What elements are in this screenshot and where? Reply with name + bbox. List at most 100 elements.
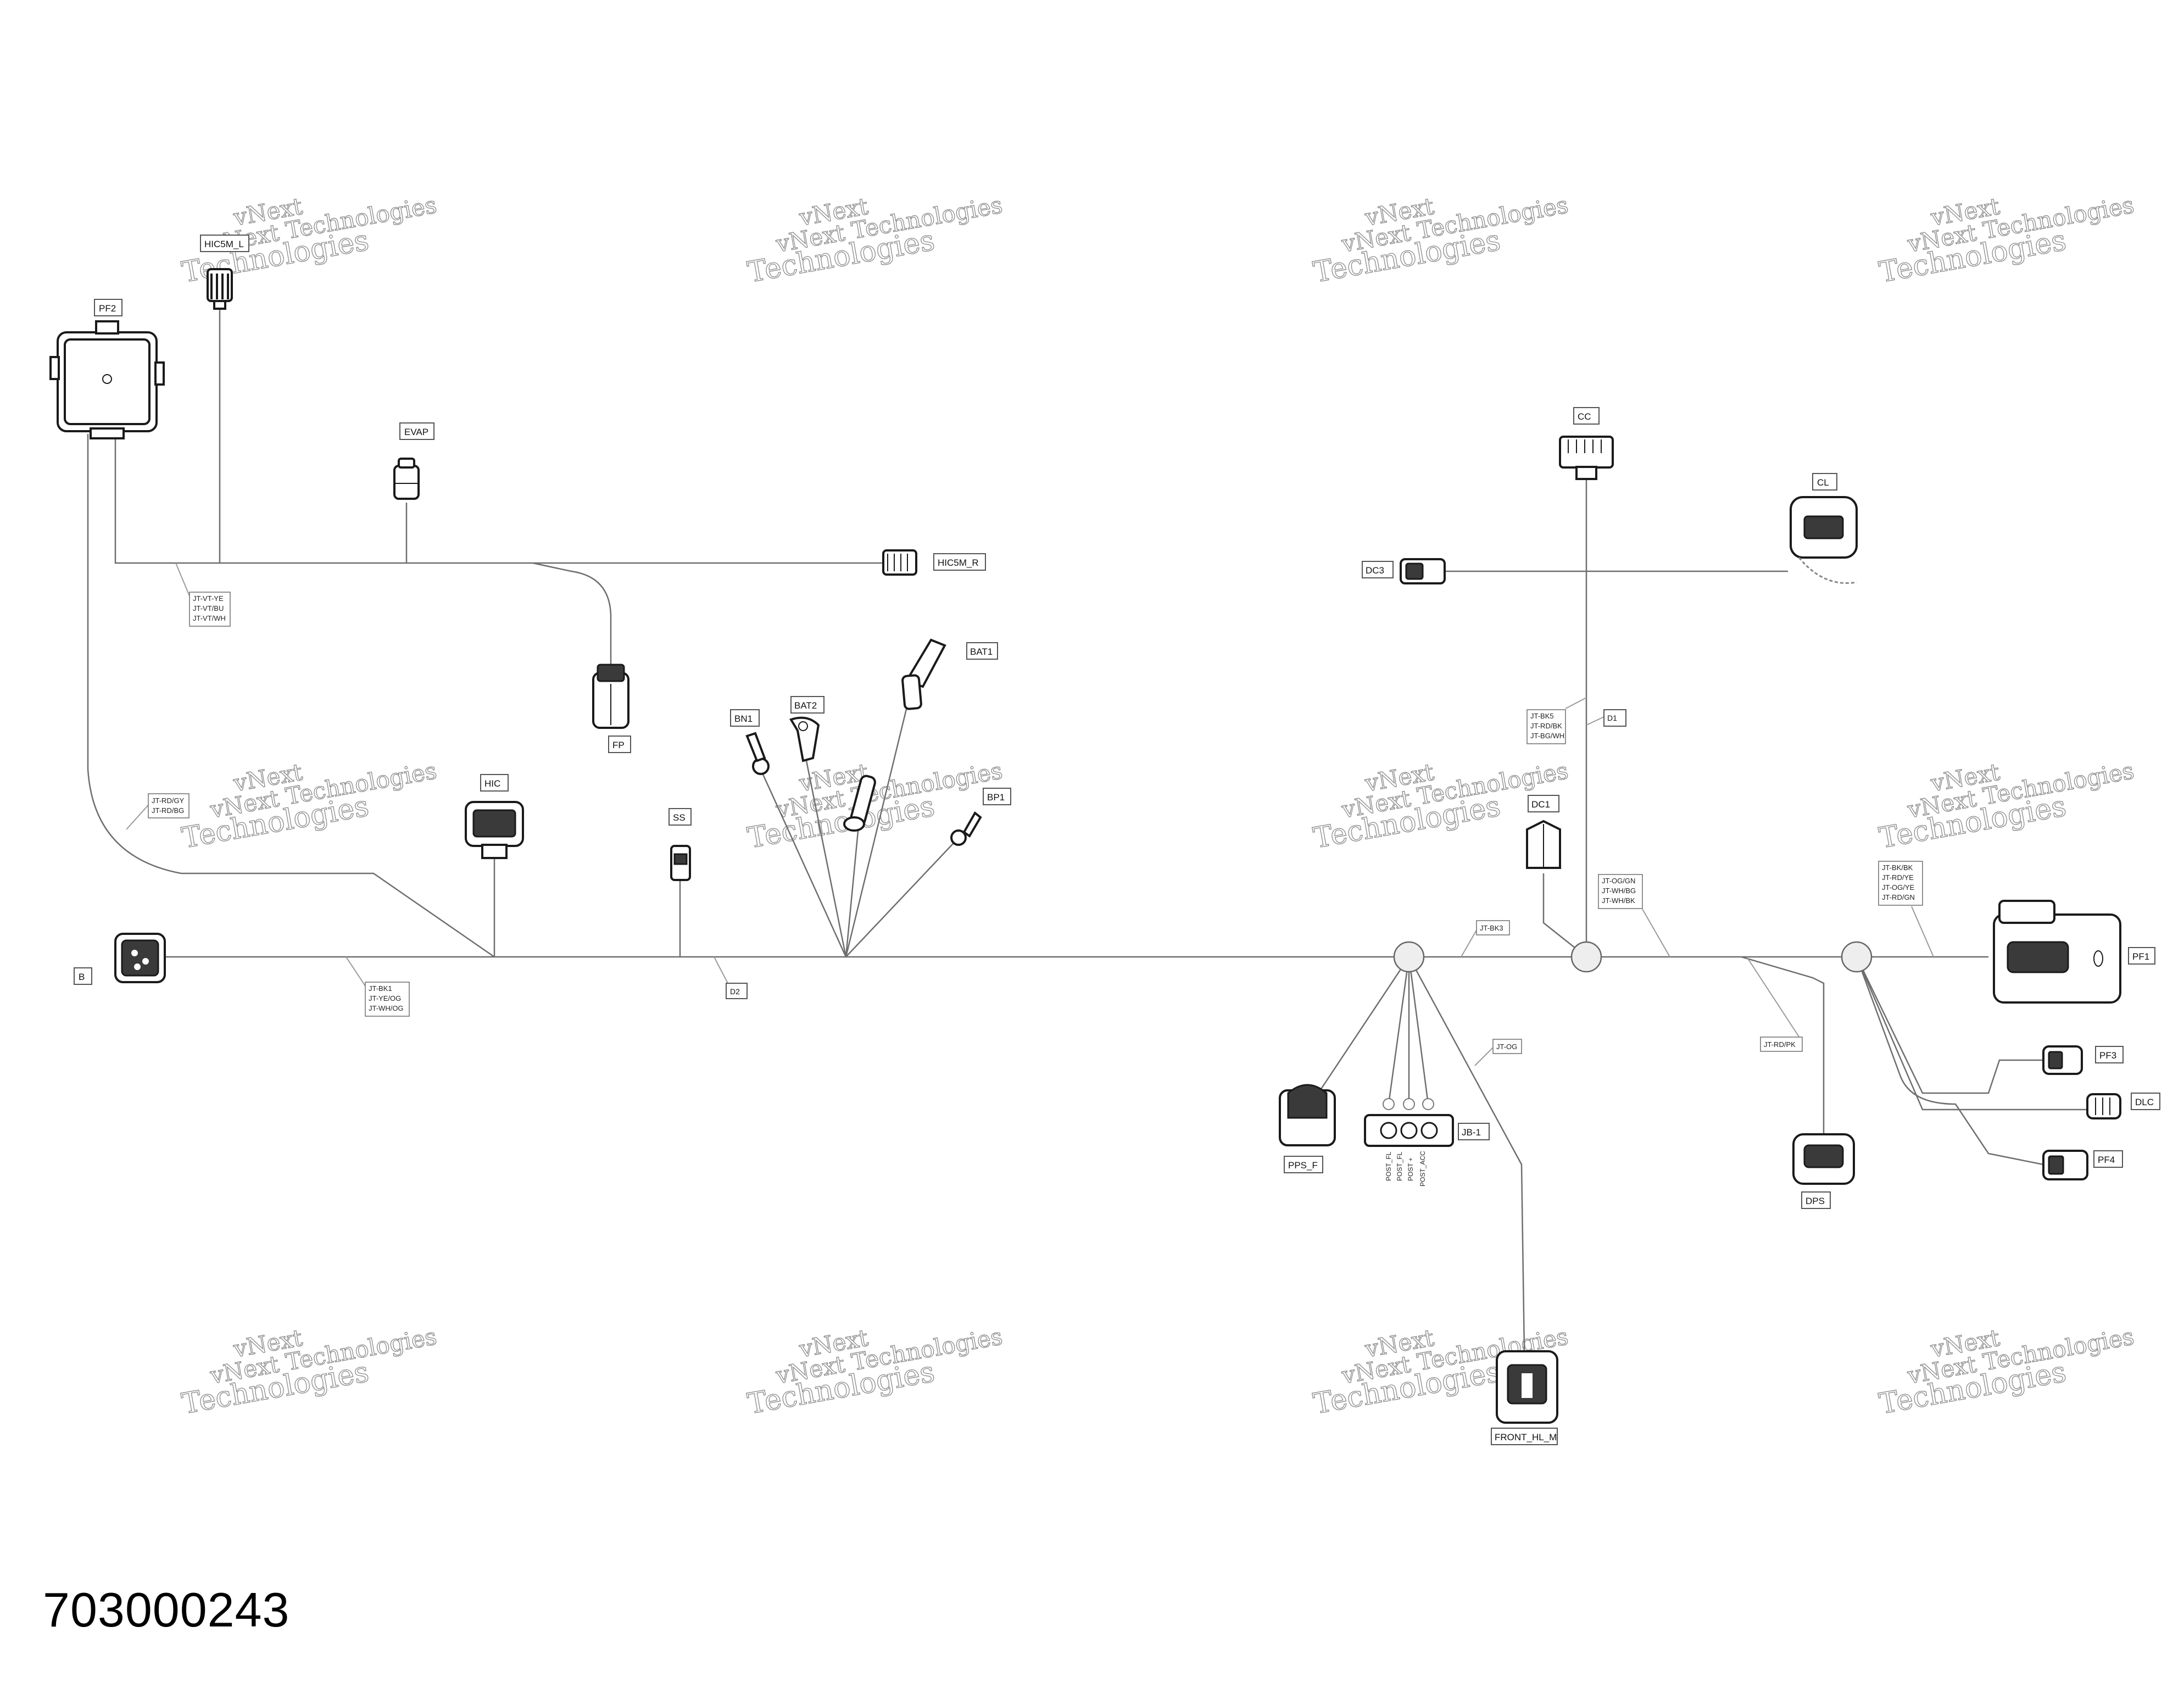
jb1-wire-a bbox=[1388, 956, 1410, 1105]
svg-text:JT-VT/BU: JT-VT/BU bbox=[193, 604, 224, 612]
leader bbox=[1642, 909, 1670, 957]
svg-text:DPS: DPS bbox=[1806, 1196, 1825, 1206]
fp-connector[interactable] bbox=[592, 664, 629, 729]
dc1-wire bbox=[1542, 873, 1587, 957]
pf1-hole bbox=[2093, 950, 2103, 967]
b-pin bbox=[131, 950, 138, 956]
cc-connector[interactable] bbox=[1559, 436, 1614, 480]
hic-connector[interactable] bbox=[465, 801, 524, 859]
jb1-junction-block[interactable] bbox=[1364, 1098, 1454, 1147]
bn1-terminal[interactable] bbox=[745, 732, 770, 775]
leader bbox=[126, 801, 152, 830]
component-tags: PF2 HIC5M_L EVAP HIC5M_R FP BAT1 BN1 BAT… bbox=[74, 235, 2160, 1445]
hic5m-r-connector[interactable] bbox=[882, 549, 917, 576]
svg-text:CC: CC bbox=[1578, 411, 1591, 422]
jb1-post bbox=[1400, 1122, 1418, 1139]
svg-text:D2: D2 bbox=[730, 987, 740, 996]
wire-code-b: JT-BK1 JT-YE/OG JT-WH/OG bbox=[365, 982, 410, 1017]
svg-text:JT-OG/YE: JT-OG/YE bbox=[1882, 883, 1915, 892]
svg-text:JT-VT-YE: JT-VT-YE bbox=[193, 594, 224, 603]
wire-code-rdpk: JT-RD/PK bbox=[1760, 1037, 1803, 1052]
svg-text:EVAP: EVAP bbox=[404, 427, 428, 437]
cl-boot bbox=[1798, 557, 1857, 584]
dlc-connector[interactable] bbox=[2086, 1093, 2121, 1119]
svg-text:JT-RD/GN: JT-RD/GN bbox=[1882, 893, 1915, 901]
svg-text:JT-OG/GN: JT-OG/GN bbox=[1602, 877, 1635, 885]
pf1-module[interactable] bbox=[1993, 900, 2121, 1004]
watermark: vNext vNext Technologies Technologies bbox=[1876, 756, 2136, 855]
pf2-plug bbox=[90, 427, 125, 439]
pf3-wire bbox=[1856, 956, 2043, 1094]
bp1-ring bbox=[950, 829, 967, 846]
wire-code-dc1: JT-OG/GN JT-WH/BG JT-WH/BK bbox=[1598, 874, 1643, 909]
fuse-holder[interactable] bbox=[843, 775, 876, 832]
tag-bn1: BN1 bbox=[730, 709, 760, 727]
svg-text:JT-BK5: JT-BK5 bbox=[1530, 712, 1554, 720]
bat2-terminal[interactable] bbox=[789, 716, 820, 762]
fp-wire bbox=[532, 562, 612, 665]
svg-text:B: B bbox=[79, 972, 85, 982]
dc1-connector[interactable] bbox=[1526, 820, 1561, 869]
bn1-ring bbox=[752, 757, 770, 775]
svg-text:BAT2: BAT2 bbox=[794, 700, 817, 711]
svg-text:JT-RD/BG: JT-RD/BG bbox=[152, 806, 184, 815]
leader bbox=[714, 956, 728, 984]
svg-text:FRONT_HL_M: FRONT_HL_M bbox=[1495, 1432, 1557, 1442]
leader bbox=[346, 956, 366, 987]
bat2-hole bbox=[798, 721, 808, 731]
ss-connector[interactable] bbox=[670, 845, 691, 881]
pf3-connector[interactable] bbox=[2042, 1045, 2083, 1075]
evap-body bbox=[393, 465, 420, 500]
svg-text:JT-WH/BK: JT-WH/BK bbox=[1602, 896, 1635, 905]
part-number: 703000243 bbox=[43, 1583, 290, 1637]
leader bbox=[1565, 697, 1587, 709]
pf4-face bbox=[2048, 1155, 2064, 1175]
svg-text:SS: SS bbox=[673, 812, 686, 823]
b-connector[interactable] bbox=[114, 933, 166, 983]
hic5m-l-connector[interactable] bbox=[207, 268, 233, 310]
pf4-connector[interactable] bbox=[2042, 1150, 2088, 1180]
svg-text:JT-RD/PK: JT-RD/PK bbox=[1764, 1040, 1796, 1049]
pf2-module[interactable] bbox=[49, 320, 165, 439]
svg-text:HIC: HIC bbox=[484, 778, 500, 789]
tag-fp: FP bbox=[608, 736, 631, 753]
pf2-lug bbox=[49, 356, 60, 380]
svg-text:CL: CL bbox=[1817, 477, 1829, 488]
ss-latch bbox=[673, 853, 688, 865]
splice-2 bbox=[1570, 941, 1602, 973]
dc3-connector[interactable] bbox=[1400, 558, 1446, 584]
bp1-neck bbox=[962, 811, 982, 838]
tag-dc3: DC3 bbox=[1362, 561, 1394, 578]
front-hl-m-connector[interactable] bbox=[1496, 1350, 1558, 1424]
dps-connector[interactable] bbox=[1792, 1133, 1855, 1185]
svg-text:DLC: DLC bbox=[2135, 1097, 2154, 1107]
svg-text:HIC5M_R: HIC5M_R bbox=[938, 558, 979, 568]
cl-connector[interactable] bbox=[1790, 496, 1858, 584]
tag-bp1: BP1 bbox=[983, 788, 1011, 805]
hic5m-l-pins bbox=[210, 274, 229, 299]
tag-jb1: JB-1 bbox=[1458, 1123, 1490, 1140]
leader bbox=[1586, 716, 1604, 726]
bat1-terminal[interactable] bbox=[901, 638, 946, 710]
pf3-face bbox=[2048, 1051, 2063, 1069]
tag-dps: DPS bbox=[1801, 1191, 1831, 1209]
bp1-terminal[interactable] bbox=[950, 811, 982, 846]
tag-dlc: DLC bbox=[2131, 1093, 2160, 1110]
leader bbox=[1911, 906, 1934, 957]
svg-text:PF1: PF1 bbox=[2132, 951, 2149, 962]
hic5m-l-tail bbox=[213, 300, 226, 310]
pf2-lug bbox=[154, 361, 165, 386]
wire-code-bk3: JT-BK3 bbox=[1476, 920, 1510, 935]
front-hl-m-slot bbox=[1522, 1373, 1533, 1398]
pf1-housing bbox=[1998, 900, 2055, 924]
evap-connector[interactable] bbox=[393, 458, 420, 500]
svg-text:JT-VT/WH: JT-VT/WH bbox=[193, 614, 226, 622]
svg-text:JT-RD/GY: JT-RD/GY bbox=[152, 796, 185, 805]
cl-face bbox=[1803, 515, 1844, 539]
pps-f-connector[interactable] bbox=[1279, 1084, 1336, 1146]
tag-pf3: PF3 bbox=[2095, 1046, 2124, 1063]
jb1-post bbox=[1420, 1122, 1438, 1139]
tag-hic: HIC bbox=[480, 774, 509, 792]
post-label: POST + bbox=[1407, 1157, 1414, 1181]
